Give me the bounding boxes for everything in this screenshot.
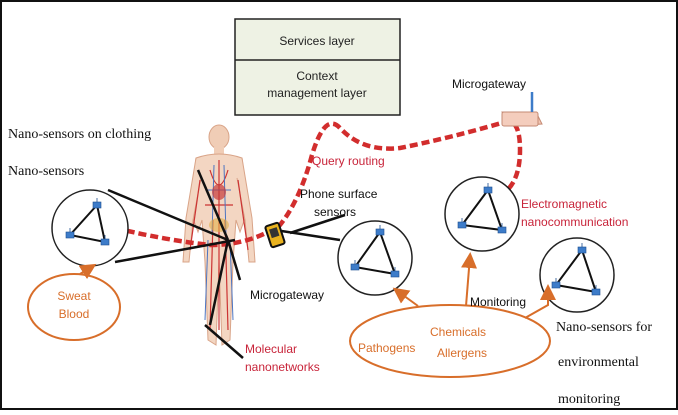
pathogens-group — [349, 252, 556, 378]
molecular-label-2: nanonetworks — [245, 360, 320, 374]
sweat-label: Sweat — [57, 289, 91, 303]
phone-icon — [264, 221, 286, 249]
context-layer-label-1: Context — [296, 69, 338, 83]
chemicals-label: Chemicals — [430, 325, 486, 339]
microgateway-body-label: Microgateway — [250, 288, 324, 302]
env-label-3: monitoring — [558, 392, 620, 407]
context-layer-label-2: management layer — [267, 86, 366, 100]
router-icon — [501, 92, 543, 127]
em-label-2: nanocommunication — [521, 215, 628, 229]
connection-lines — [107, 169, 346, 359]
pathogens-label: Pathogens — [358, 341, 415, 355]
sensor-network-phone — [337, 220, 413, 296]
phone-surface-label-2: sensors — [314, 205, 356, 219]
layer-stack: Services layer Context management layer — [234, 18, 401, 116]
monitoring-label: Monitoring — [470, 295, 526, 309]
sensor-network-em — [444, 176, 520, 252]
blood-label: Blood — [59, 307, 90, 321]
phone-surface-label-1: Phone surface — [300, 187, 378, 201]
nano-sensors-clothing-label: Nano-sensors on clothing — [8, 127, 151, 142]
query-routing-label: Query routing — [312, 154, 385, 168]
env-label-2: environmental — [558, 355, 639, 370]
allergens-label: Allergens — [437, 346, 487, 360]
services-layer-label: Services layer — [279, 34, 354, 48]
query-routing-path — [114, 119, 523, 248]
microgateway-top-label: Microgateway — [452, 77, 526, 91]
sweat-blood-group — [27, 263, 121, 341]
stack-box — [234, 18, 401, 116]
nano-sensors-label: Nano-sensors — [8, 164, 84, 179]
molecular-label-1: Molecular — [245, 342, 297, 356]
env-label-1: Nano-sensors for — [556, 320, 652, 335]
human-body-icon — [182, 124, 256, 346]
sensor-network-left — [51, 189, 129, 267]
sensor-network-environment — [539, 237, 615, 313]
em-label-1: Electromagnetic — [521, 197, 607, 211]
